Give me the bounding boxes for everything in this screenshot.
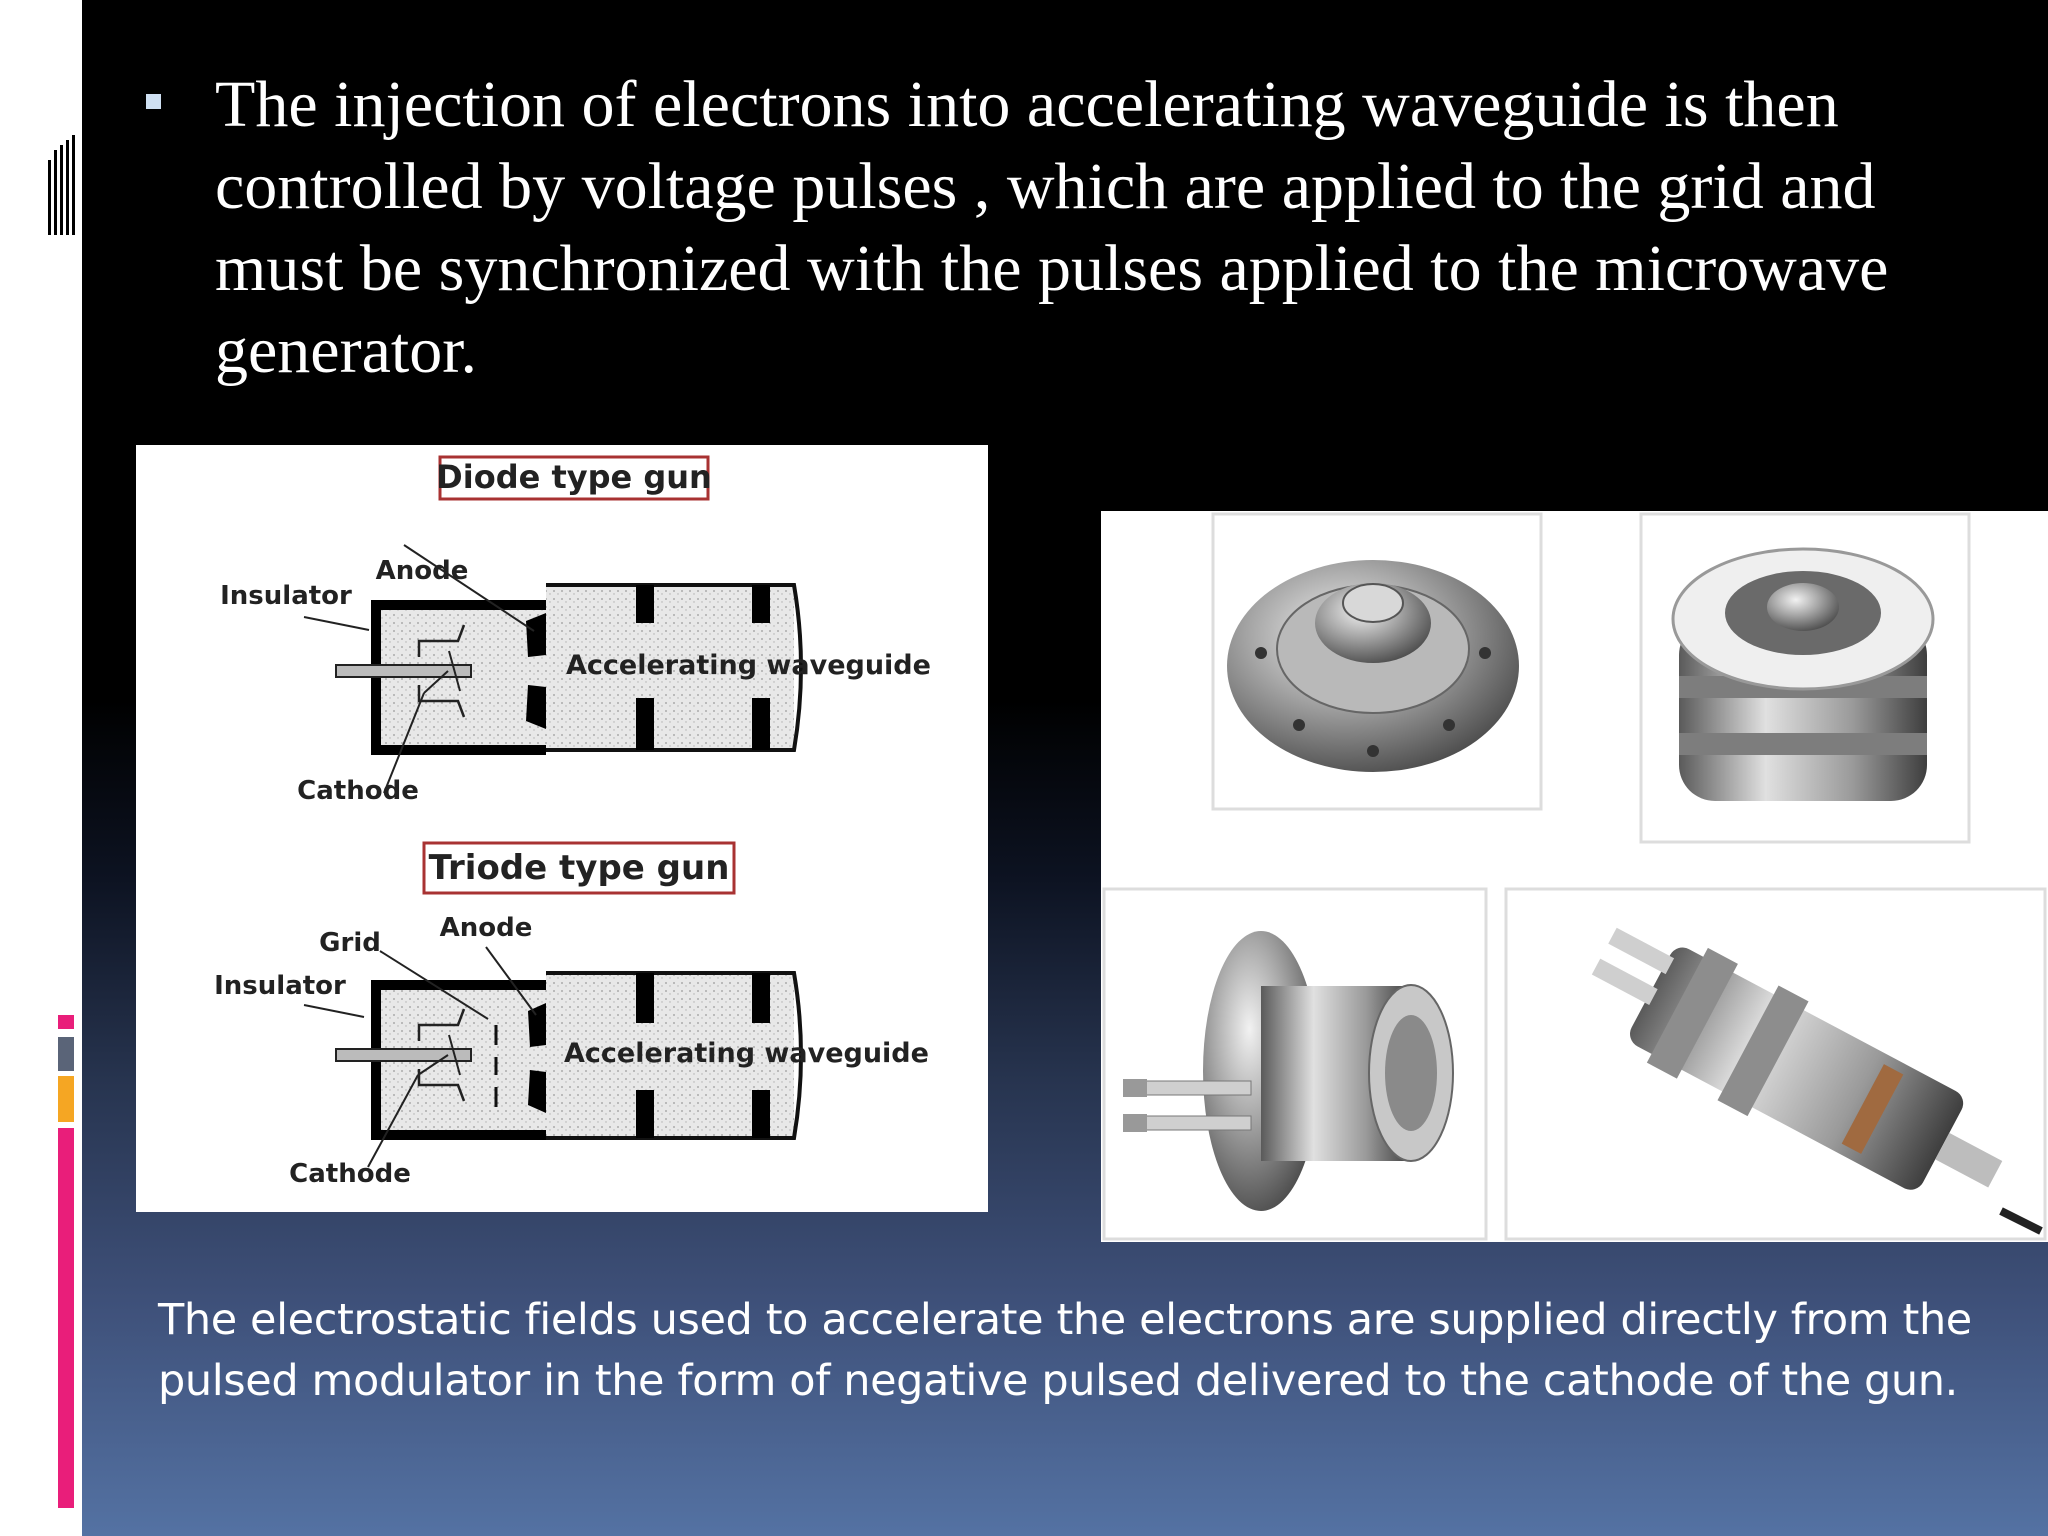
gun-diagram-svg: Diode type gun Anode Insulator Accelerat… [214,455,931,1189]
slide-caption: The electrostatic fields used to acceler… [158,1295,1972,1406]
diode-cathode-label: Cathode [297,776,419,806]
bullet-marker [146,94,161,109]
photo-gun-flanged-pins [1102,887,1488,1241]
triode-insulator-label: Insulator [214,971,346,1001]
photo-gun-ceramic [1639,512,1971,844]
gun-photos-svg [1102,512,2047,1241]
diode-anode-label: Anode [376,556,469,586]
left-decorative-strip [0,0,82,1536]
accent-bar-pink [58,1015,74,1029]
electron-gun-diagram: Diode type gun Anode Insulator Accelerat… [136,445,988,1212]
photo-gun-long [1504,887,2047,1241]
diode-title-box: Diode type gun [436,455,712,501]
accent-bar-orange [58,1076,74,1122]
strip-rule [54,150,57,235]
accent-bar-slate [58,1037,74,1071]
strip-rule [60,145,63,235]
triode-gun-drawing [303,946,803,1168]
triode-grid-label: Grid [319,928,381,958]
triode-title: Triode type gun [429,848,730,888]
accent-bar-pink-long [58,1128,74,1508]
triode-cathode-label: Cathode [289,1159,411,1189]
triode-waveguide-label: Accelerating waveguide [564,1038,929,1069]
diode-waveguide-label: Accelerating waveguide [566,650,931,681]
diode-title: Diode type gun [436,458,712,496]
strip-rule [66,140,69,235]
strip-rule [48,160,51,235]
triode-anode-label: Anode [440,913,533,943]
bullet-text: The injection of electrons into accelera… [215,68,1889,387]
diode-insulator-label: Insulator [220,581,352,611]
photo-gun-flange [1211,512,1543,811]
strip-rule [72,135,75,235]
triode-title-box: Triode type gun [422,841,736,895]
electron-gun-photos [1101,511,2048,1242]
diode-gun-drawing [303,544,803,794]
